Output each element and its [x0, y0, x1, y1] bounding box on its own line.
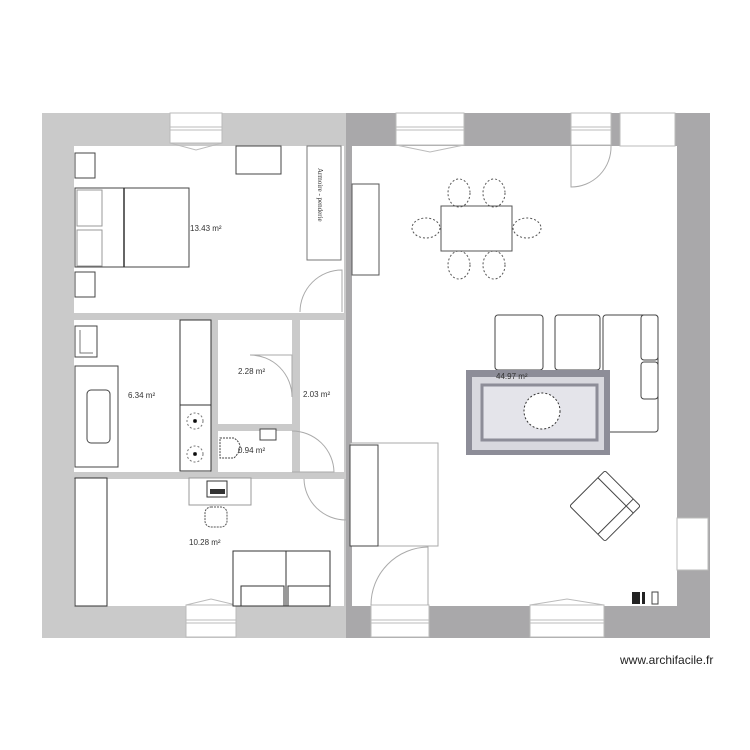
window-bottom-office	[185, 598, 237, 638]
office-door	[303, 478, 347, 521]
office-area-label: 10.28 m²	[189, 538, 221, 547]
sink	[74, 325, 98, 358]
dresser	[235, 145, 282, 175]
closet-area-label: 2.28 m²	[238, 367, 265, 376]
bathtub	[74, 365, 119, 468]
bedroom-area-label: 13.43 m²	[190, 224, 222, 233]
desk	[188, 477, 252, 506]
wc-area-label: 0.94 m²	[238, 446, 265, 455]
shower-cabinet	[179, 319, 212, 472]
closet-door	[249, 354, 293, 398]
living-cabinet	[351, 183, 380, 276]
nightstand-bottom	[74, 271, 96, 298]
bed	[74, 187, 190, 268]
closet-floor	[218, 320, 292, 424]
hallway-door	[291, 430, 335, 473]
rug	[466, 370, 610, 455]
office-cabinet	[74, 477, 108, 607]
window-right	[676, 517, 709, 571]
living-room-area-label: 44.97 m²	[496, 372, 528, 381]
window-top-living	[395, 112, 465, 153]
door-bottom-entrance	[370, 546, 430, 638]
dining-set	[411, 178, 542, 280]
bedroom-door	[299, 269, 343, 313]
bathroom-area-label: 6.34 m²	[128, 391, 155, 400]
wc-sink	[259, 428, 277, 441]
window-top-right	[619, 112, 676, 147]
bookshelf	[632, 591, 659, 605]
hallway-floor	[300, 320, 344, 472]
watermark: www.archifacile.fr	[620, 653, 714, 667]
kitchen-counter	[349, 442, 439, 547]
nightstand-top	[74, 152, 96, 179]
desk-chair	[204, 506, 228, 528]
hallway-area-label: 2.03 m²	[303, 390, 330, 399]
window-top-bedroom	[169, 112, 223, 151]
armchair	[569, 470, 641, 542]
wardrobe: Armoire - penderie	[306, 145, 342, 261]
sofa-office	[232, 550, 331, 607]
sectional-sofa	[494, 314, 659, 433]
door-top-living	[570, 112, 612, 188]
wardrobe-label: Armoire - penderie	[316, 168, 324, 222]
toilet	[219, 437, 241, 459]
window-bottom-living	[529, 598, 605, 638]
